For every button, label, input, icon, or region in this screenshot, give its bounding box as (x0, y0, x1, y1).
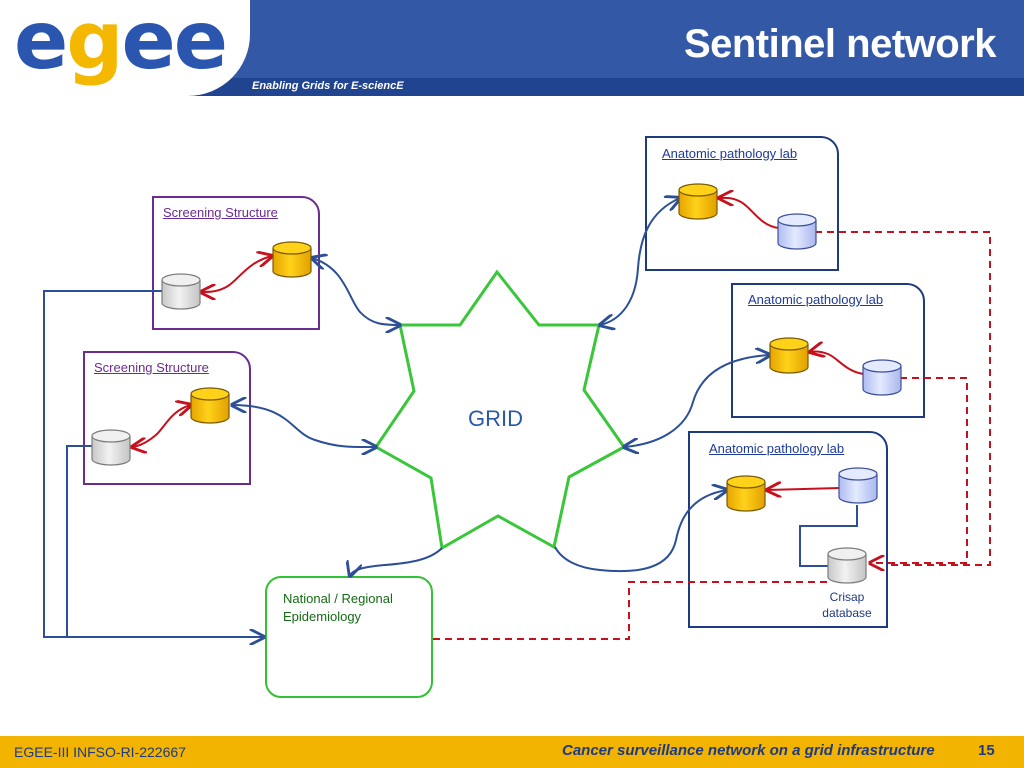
crisap-label: Crisap database (808, 589, 886, 621)
footer-title: Cancer surveillance network on a grid in… (562, 742, 935, 759)
sentinel-link-lab1 (815, 231, 991, 566)
database-local-screening-1 (161, 273, 201, 310)
slide-footer: EGEE-III INFSO-RI-222667 Cancer surveill… (0, 736, 1024, 768)
crisap-label-line1: Crisap (829, 590, 865, 604)
epidemiology-box: National / Regional Epidemiology (265, 576, 433, 698)
pathology-lab-label-2: Anatomic pathology lab (748, 292, 884, 307)
epidemiology-label-line2: Epidemiology (283, 609, 362, 624)
sentinel-link-epidemiology (433, 581, 828, 640)
local-link-screening-2 (132, 405, 191, 447)
database-local-lab-1 (777, 213, 817, 250)
pathology-lab-label-1: Anatomic pathology lab (662, 146, 798, 161)
slide-header: egee Enabling Grids for E-sciencE Sentin… (0, 0, 1024, 96)
local-link-screening-1 (201, 256, 272, 292)
screening-structure-label-1: Screening Structure (163, 205, 278, 220)
database-grid-screening-2 (190, 387, 230, 424)
epidemiology-label: National / Regional Epidemiology (283, 590, 393, 626)
database-local-lab-3 (838, 467, 878, 504)
footer-project-id: EGEE-III INFSO-RI-222667 (14, 744, 186, 760)
database-crisap (827, 547, 867, 584)
local-link-lab-2 (810, 351, 865, 375)
sentinel-link-lab2 (870, 377, 968, 563)
grid-link-lab-1 (600, 198, 680, 325)
grid-link-epidemiology (350, 547, 443, 576)
feed-screening-2 (66, 445, 95, 637)
grid-link-lab-3 (554, 490, 727, 573)
database-grid-lab-3 (726, 475, 766, 512)
pathology-lab-box-3: Anatomic pathology lab (688, 431, 888, 628)
lab3-to-crisap-link (799, 505, 858, 567)
feed-screening-1 (43, 290, 264, 637)
page-title: Sentinel network (683, 22, 997, 66)
screening-structure-label-2: Screening Structure (94, 360, 209, 375)
database-local-screening-2 (91, 429, 131, 466)
grid-link-screening-1 (312, 258, 400, 325)
egee-logo: egee (14, 0, 228, 87)
database-grid-lab-1 (678, 183, 718, 220)
database-local-lab-2 (862, 359, 902, 396)
tagline: Enabling Grids for E-sciencE (252, 80, 404, 92)
grid-link-lab-2 (624, 355, 770, 447)
grid-link-screening-2 (232, 405, 376, 447)
local-link-lab-1 (719, 198, 780, 229)
header-strip (0, 78, 1024, 96)
logo-panel: egee (0, 0, 250, 96)
grid-label: GRID (468, 406, 523, 431)
grid-star-shape (373, 269, 627, 551)
epidemiology-label-line1: National / Regional (283, 591, 393, 606)
page-number: 15 (978, 742, 995, 759)
local-link-lab-3 (767, 488, 841, 490)
database-grid-lab-2 (769, 337, 809, 374)
crisap-label-line2: database (822, 606, 872, 620)
database-grid-screening-1 (272, 241, 312, 278)
